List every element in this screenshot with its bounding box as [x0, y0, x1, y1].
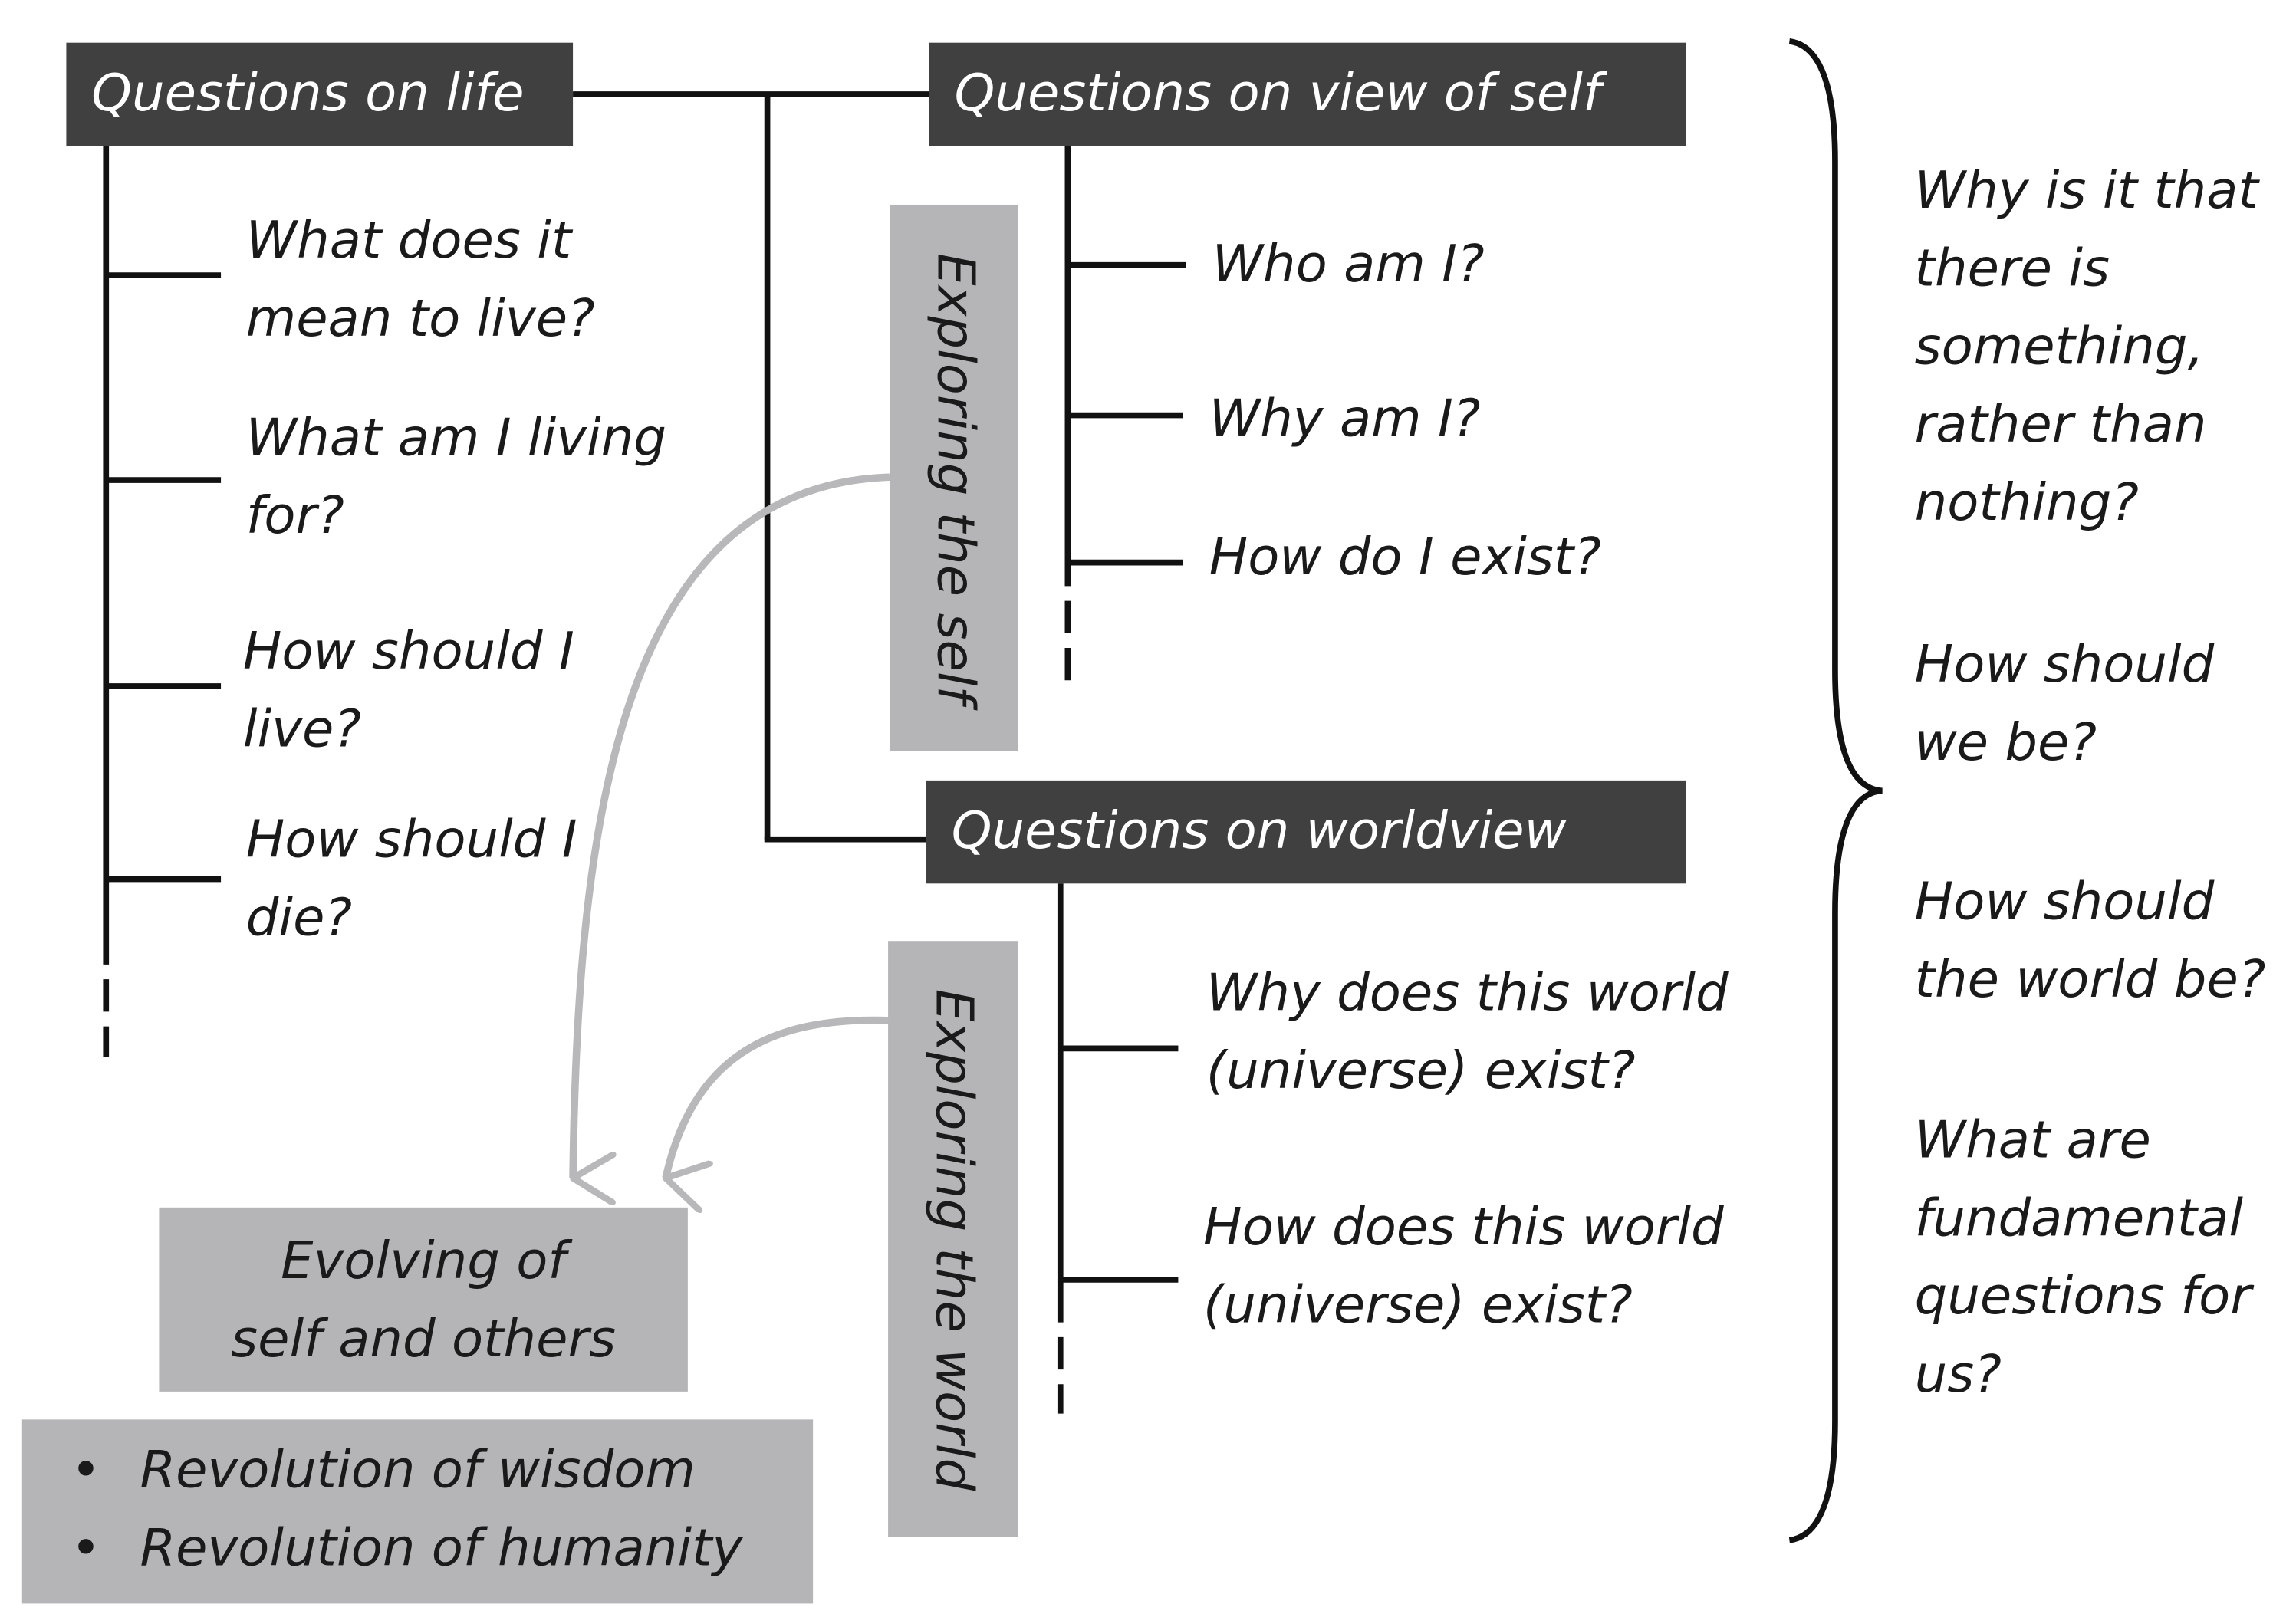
- life-question-2: What am I living for?: [246, 400, 666, 557]
- evolving-line-1: Evolving of: [281, 1232, 567, 1292]
- world-question-2-line-2: (universe) exist?: [1203, 1277, 1633, 1336]
- header-questions-on-worldview: Questions on worldview: [926, 780, 1686, 884]
- evolving-box: Evolving of self and others: [159, 1207, 688, 1392]
- life-question-1-line-1: What does it: [245, 212, 572, 271]
- fundamental-group-1-line-2: there is: [1914, 240, 2110, 299]
- fundamental-group-1: Why is it that there is something, rathe…: [1915, 153, 2258, 544]
- fundamental-group-3: How should the world be?: [1915, 864, 2266, 1021]
- self-question-3: How do I exist?: [1209, 528, 1601, 588]
- fundamental-group-2-line-1: How should: [1914, 636, 2215, 695]
- world-question-2: How does this world (universe) exist?: [1203, 1190, 1724, 1346]
- fundamental-group-3-line-1: How should: [1914, 873, 2215, 932]
- world-question-1-line-1: Why does this world: [1206, 964, 1729, 1024]
- life-question-2-line-1: What am I living: [245, 409, 667, 468]
- band-exploring-the-self: Exploring the self: [889, 204, 1018, 751]
- fundamental-group-3-line-2: the world be?: [1914, 951, 2266, 1011]
- right-brace: [1788, 38, 1883, 1543]
- life-question-1-line-2: mean to live?: [245, 290, 595, 350]
- band-exploring-the-self-label: Exploring the self: [924, 252, 983, 704]
- header-questions-on-life: Questions on life: [66, 42, 574, 146]
- revolution-item-wisdom: Revolution of wisdom: [22, 1433, 813, 1511]
- fundamental-group-1-line-3: something,: [1914, 317, 2204, 377]
- band-exploring-the-world: Exploring the world: [888, 941, 1018, 1538]
- self-question-1: Who am I?: [1212, 235, 1485, 295]
- fundamental-group-4-line-2: fundamental: [1914, 1189, 2244, 1249]
- arrow-world-to-evolving: [662, 1016, 890, 1178]
- header-questions-on-view-of-self-label: Questions on view of self: [954, 64, 1601, 124]
- life-question-3-line-1: How should I: [242, 623, 574, 682]
- world-question-1-line-2: (universe) exist?: [1206, 1042, 1636, 1102]
- fundamental-group-2-line-2: we be?: [1914, 714, 2097, 774]
- life-question-2-line-2: for?: [245, 487, 344, 547]
- band-exploring-the-world-label: Exploring the world: [923, 988, 982, 1491]
- revolution-box: Revolution of wisdom Revolution of human…: [21, 1419, 814, 1604]
- life-question-3-line-2: live?: [242, 701, 362, 760]
- header-questions-on-view-of-self: Questions on view of self: [929, 42, 1686, 146]
- fundamental-group-1-line-5: nothing?: [1914, 474, 2139, 534]
- world-question-1: Why does this world (universe) exist?: [1206, 955, 1729, 1112]
- world-question-2-line-1: How does this world: [1203, 1198, 1724, 1258]
- header-questions-on-worldview-label: Questions on worldview: [951, 802, 1567, 862]
- life-question-4-line-1: How should I: [245, 811, 577, 871]
- fundamental-group-1-line-1: Why is it that: [1914, 162, 2258, 222]
- fundamental-group-4-line-3: questions for: [1914, 1267, 2252, 1327]
- arrow-self-to-evolving: [569, 473, 890, 1178]
- evolving-line-2: self and others: [231, 1310, 617, 1370]
- life-question-1: What does it mean to live?: [246, 203, 595, 360]
- revolution-item-humanity: Revolution of humanity: [22, 1510, 813, 1589]
- fundamental-group-2: How should we be?: [1915, 627, 2215, 784]
- fundamental-group-4-line-1: What are: [1914, 1111, 2151, 1171]
- self-question-2: Why am I?: [1209, 390, 1481, 449]
- fundamental-group-4-line-4: us?: [1914, 1346, 2002, 1405]
- fundamental-group-4: What are fundamental questions for us?: [1915, 1103, 2252, 1415]
- life-question-4: How should I die?: [246, 803, 577, 959]
- life-question-4-line-2: die?: [245, 889, 353, 948]
- revolution-list: Revolution of wisdom Revolution of human…: [22, 1433, 813, 1589]
- life-question-3: How should I live?: [243, 614, 574, 771]
- header-questions-on-life-label: Questions on life: [91, 64, 525, 124]
- fundamental-group-1-line-4: rather than: [1914, 396, 2207, 455]
